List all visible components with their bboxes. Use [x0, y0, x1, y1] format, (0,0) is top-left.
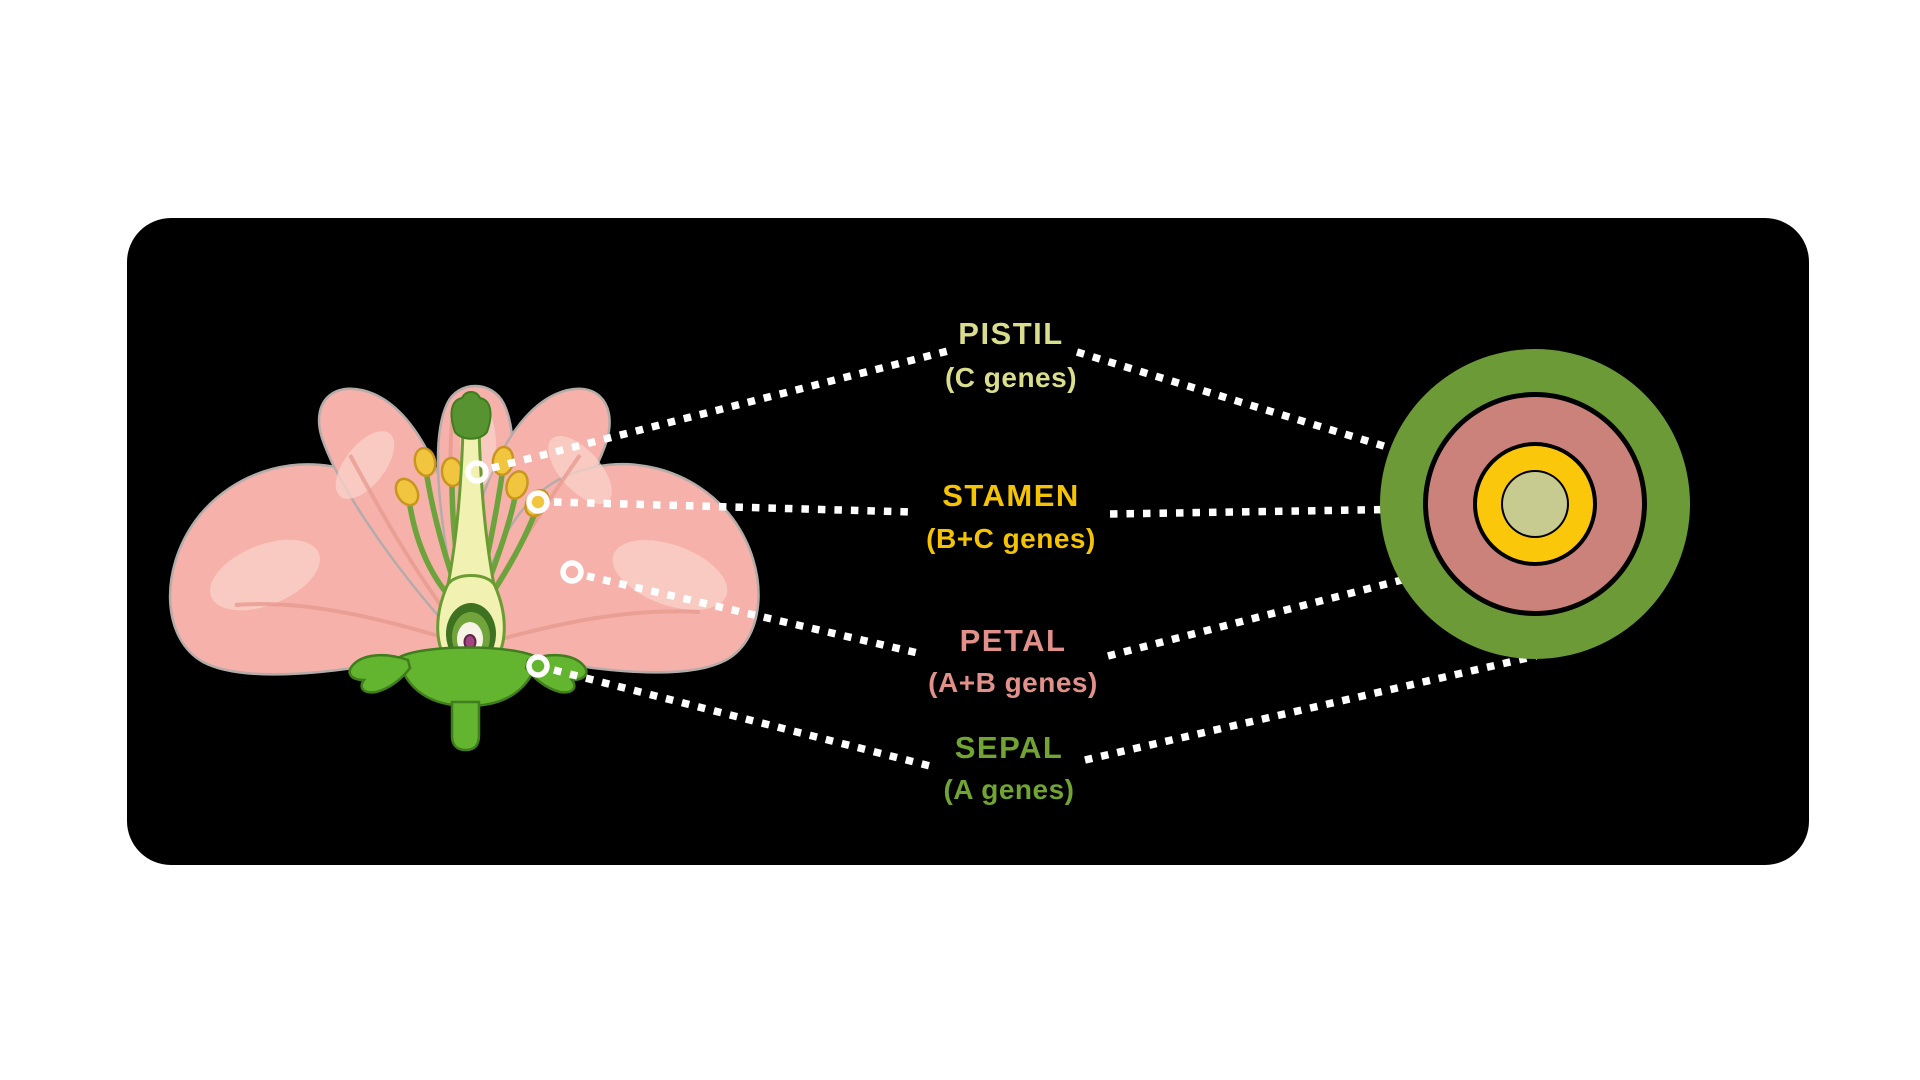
pistil-marker — [465, 460, 489, 484]
whorl-labels: PISTIL (C genes) STAMEN (B+C genes) PETA… — [926, 316, 1098, 805]
pistil-ring — [1503, 472, 1567, 536]
pistil-genes-label: (C genes) — [945, 362, 1077, 393]
anther — [413, 446, 437, 478]
sepal-left-horn — [348, 653, 412, 694]
petal-label: PETAL — [960, 623, 1067, 658]
pistil-label: PISTIL — [958, 316, 1063, 351]
flower-illustration — [168, 384, 760, 752]
sepal-label: SEPAL — [955, 730, 1064, 765]
sepal-marker — [526, 654, 550, 678]
stamen-genes-label: (B+C genes) — [926, 523, 1096, 554]
stamen-line-right — [1109, 504, 1485, 518]
sepals-and-stem — [348, 646, 588, 752]
petal-marker — [560, 560, 584, 584]
pistil-line-right — [1075, 348, 1526, 493]
stamen-line-left — [553, 498, 913, 516]
anther — [394, 477, 420, 507]
petal-line-left — [586, 572, 923, 658]
pistil-line-left — [491, 347, 949, 472]
petal-line-right — [1107, 562, 1457, 660]
part-markers — [465, 460, 584, 678]
sepal-line-right — [1084, 652, 1537, 764]
stamen-label: STAMEN — [942, 478, 1080, 513]
petal-genes-label: (A+B genes) — [928, 667, 1098, 698]
connector-lines — [491, 347, 1537, 771]
stamen-marker — [526, 490, 550, 514]
stem — [450, 700, 481, 752]
whorl-target-circles — [1380, 349, 1690, 659]
stigma — [450, 391, 492, 440]
sepal-cup — [396, 646, 540, 708]
sepal-line-left — [553, 666, 935, 771]
sepal-genes-label: (A genes) — [943, 774, 1074, 805]
anther — [505, 470, 529, 500]
